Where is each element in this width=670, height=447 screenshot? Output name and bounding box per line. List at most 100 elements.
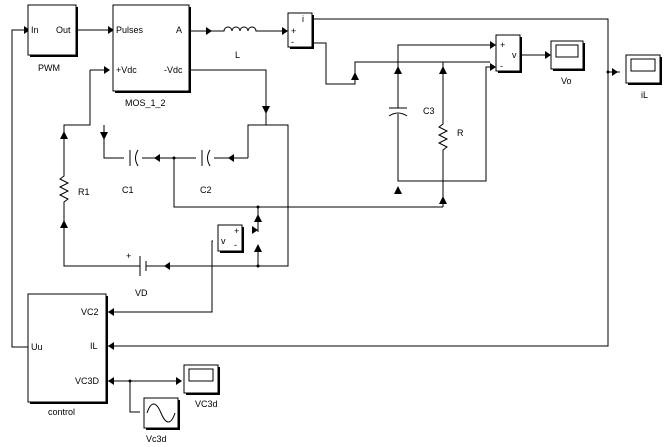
arrow-c1-left — [100, 132, 108, 140]
vmeter-vc-v-port: v — [221, 236, 226, 246]
arrow-r1-bottom — [60, 220, 68, 228]
wire-vc-to-control[interactable] — [108, 240, 213, 313]
sine-source-vc3d[interactable]: Vc3d — [143, 397, 180, 444]
junction-vc3d — [128, 379, 132, 383]
arrow-vo — [545, 51, 551, 59]
wire-c1-left[interactable] — [103, 125, 124, 159]
arrow-ammeter-plus — [282, 27, 288, 35]
pwm-block[interactable]: In Out PWM — [27, 4, 78, 73]
ammeter-i-port: i — [302, 14, 304, 24]
wire-vc3d-sine[interactable] — [129, 381, 140, 413]
wire-il-to-control[interactable] — [108, 72, 609, 347]
mos-pulses-port: Pulses — [116, 25, 144, 35]
resistor-r[interactable]: R — [437, 120, 464, 155]
arrow-vc-plus — [252, 226, 258, 234]
wires — [11, 18, 620, 413]
mos-label: MOS_1_2 — [125, 98, 166, 108]
arrow-r-bottom — [439, 196, 447, 204]
wire-vdc-plus[interactable] — [63, 70, 91, 172]
wire-c3-bottom[interactable] — [397, 66, 490, 182]
arrow-il — [612, 68, 618, 76]
arrow-c3-bottom — [394, 186, 402, 194]
junction-bus — [256, 205, 260, 209]
arrows — [24, 26, 618, 385]
junction-il — [606, 70, 610, 74]
voltage-measurement-vc[interactable]: v + - — [217, 224, 244, 253]
resistor-r1[interactable]: R1 — [58, 172, 90, 214]
c3-label: C3 — [423, 106, 435, 116]
wire-ammeter-to-bus[interactable] — [313, 42, 490, 85]
ammeter-minus-port: - — [291, 37, 294, 47]
capacitor-c2[interactable]: C2 — [200, 149, 212, 195]
arrow-vc-minus — [254, 244, 262, 252]
arrow-r-top — [439, 66, 447, 74]
mos-vdc-plus-port: +Vdc — [116, 65, 137, 75]
arrow-c3-top — [394, 66, 402, 74]
pwm-out-port: Out — [56, 25, 71, 35]
arrow-c2-right — [228, 154, 234, 162]
pwm-in-port: In — [31, 25, 39, 35]
mos-a-port: A — [176, 25, 182, 35]
control-label: control — [48, 407, 75, 417]
inductor-l[interactable]: L — [218, 26, 262, 60]
inductor-label: L — [235, 50, 240, 60]
arrow-bus-junction — [254, 214, 262, 222]
wire-mid-to-bus[interactable] — [173, 158, 443, 208]
arrow-control-vc3d — [108, 377, 114, 385]
vd-label: VD — [135, 288, 148, 298]
vmeter-vo-v-port: v — [512, 50, 517, 60]
scope-vc3d-label: VC3d — [195, 399, 218, 409]
wire-vdc-minus[interactable] — [190, 69, 267, 158]
control-vc2-port: VC2 — [81, 307, 99, 317]
arrow-control-vc2 — [108, 308, 114, 316]
arrow-c1-c2 — [154, 154, 160, 162]
r1-label: R1 — [78, 187, 90, 197]
vd-plus-sign: + — [126, 251, 131, 261]
control-block[interactable]: Uu VC2 IL VC3D control — [27, 293, 108, 417]
wire-bus-c3[interactable] — [397, 44, 490, 62]
vmeter-vc-plus-port: + — [234, 226, 239, 236]
junction-c1c2 — [172, 156, 176, 160]
arrow-pwm-in — [24, 26, 30, 34]
scope-vc3d[interactable]: VC3d — [183, 364, 220, 409]
sine-vc3d-label: Vc3d — [146, 434, 167, 444]
junction-vd — [256, 264, 260, 268]
arrow-vd — [164, 262, 170, 270]
vmeter-vc-minus-port: - — [234, 240, 237, 250]
vmeter-vo-plus-port: + — [500, 40, 505, 50]
capacitor-c1[interactable]: C1 — [122, 149, 139, 195]
c2-label: C2 — [200, 185, 212, 195]
scope-il-label: iL — [641, 90, 648, 100]
control-il-port: IL — [90, 341, 98, 351]
current-measurement-block[interactable]: i + - — [287, 12, 314, 49]
arrow-vdc-plus — [104, 66, 110, 74]
mos-vdc-minus-port: -Vdc — [164, 65, 183, 75]
control-vc3d-port: VC3D — [75, 376, 100, 386]
capacitor-c3[interactable]: C3 — [388, 100, 435, 123]
control-uu-port: Uu — [31, 342, 43, 352]
arrow-control-il — [108, 342, 114, 350]
vmeter-vo-minus-port: - — [500, 61, 503, 71]
scope-vo-label: Vo — [561, 76, 572, 86]
mos-block[interactable]: Pulses A +Vdc -Vdc MOS_1_2 — [112, 4, 191, 108]
arrow-vmeter-plus — [490, 41, 496, 49]
wire-uu-to-pwm[interactable] — [11, 29, 28, 348]
wire-vdc-minus-right[interactable] — [258, 124, 289, 267]
voltage-measurement-vo[interactable]: + v - — [495, 34, 522, 73]
c1-label: C1 — [122, 185, 134, 195]
arrow-a — [206, 27, 212, 35]
arrow-vmeter-minus — [490, 63, 496, 71]
ammeter-plus-port: + — [291, 26, 296, 36]
arrow-pulses — [108, 26, 114, 34]
battery-vd[interactable]: + VD — [126, 251, 148, 298]
arrow-r1-top — [60, 131, 68, 139]
scope-vo[interactable]: Vo — [550, 40, 585, 86]
scope-il[interactable]: iL — [625, 54, 662, 100]
wire-r1-to-vd[interactable] — [63, 214, 132, 267]
junctions — [128, 70, 610, 383]
arrow-bus-node — [351, 72, 359, 80]
arrow-scope-vc3d — [176, 377, 182, 385]
arrow-vdc-minus — [262, 106, 270, 114]
sine-wave-icon — [146, 403, 176, 423]
